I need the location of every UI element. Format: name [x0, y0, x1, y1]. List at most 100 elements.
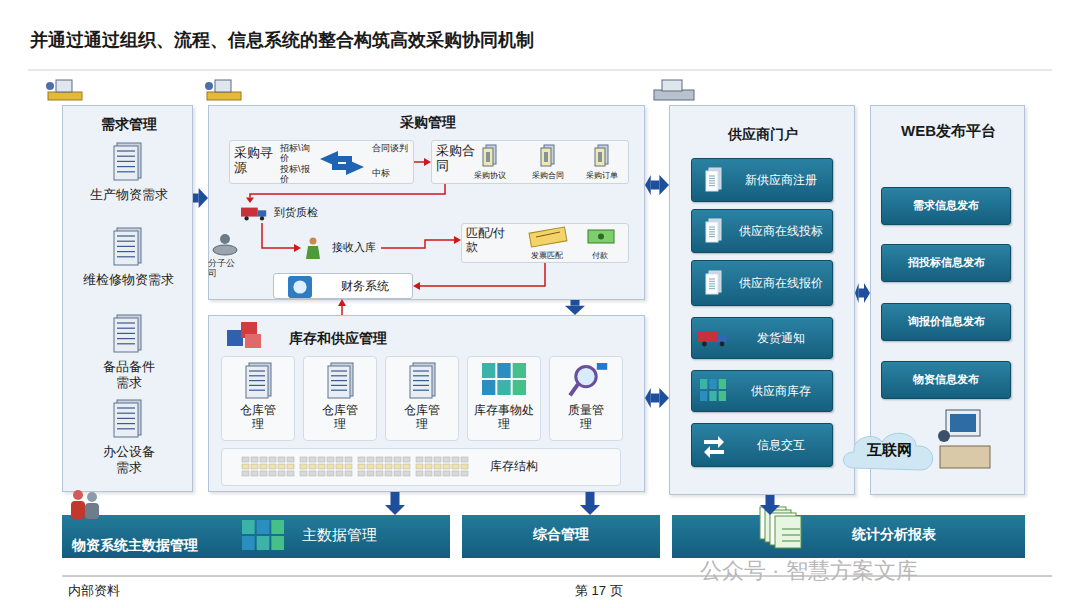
- footer-text: 内部资料: [68, 584, 188, 599]
- function-button: 供应商在线投标: [691, 209, 833, 253]
- function-button: 新供应商注册: [691, 158, 833, 202]
- doc-sheet: [114, 231, 138, 265]
- desk-person: [46, 82, 54, 90]
- doc-line: [413, 375, 429, 376]
- arrow-head: [645, 388, 651, 408]
- doc-sheet: [706, 274, 718, 294]
- swap-icon: [318, 149, 366, 177]
- stock-cell: [425, 457, 432, 462]
- arrow-head: [855, 283, 859, 303]
- panel-heading: 供应商门户: [670, 126, 856, 142]
- node-label: 供应商库存: [751, 384, 811, 398]
- stock-cell: [434, 464, 441, 469]
- cube: [513, 363, 526, 378]
- person-head: [310, 238, 317, 245]
- cube: [497, 380, 510, 395]
- doc-icon: [114, 143, 142, 181]
- doc-line: [544, 156, 548, 157]
- doc-line: [486, 158, 490, 159]
- node-label: 招投标信息发布: [908, 256, 985, 269]
- doc-line: [117, 161, 135, 162]
- docsm-icon: [541, 145, 555, 167]
- doc-line: [249, 370, 265, 371]
- stock-cell: [376, 471, 383, 476]
- node-label: 综合管理: [533, 526, 589, 543]
- stock-cell: [336, 457, 343, 462]
- stock-cell: [403, 471, 410, 476]
- stock-cell: [287, 471, 294, 476]
- doc-line: [486, 154, 490, 155]
- truck-wheel: [720, 342, 725, 347]
- arrow-head: [454, 236, 461, 244]
- truck-icon: [241, 204, 269, 222]
- cube: [709, 379, 716, 389]
- stock-cell: [251, 457, 258, 462]
- flow-arrow: [385, 492, 405, 515]
- doc-line: [709, 278, 715, 279]
- stock-cell: [367, 464, 374, 469]
- node-label: 合同谈判: [372, 143, 412, 153]
- desk-icon: [205, 80, 241, 100]
- doc-line: [709, 231, 715, 232]
- process-arrow: [338, 299, 346, 315]
- node-label: 采购合同: [436, 144, 476, 174]
- doc-line: [249, 390, 265, 391]
- branch-person: [220, 234, 230, 244]
- doc-line: [117, 423, 135, 424]
- arrow-head: [864, 283, 870, 303]
- process-box: 接收入库: [301, 237, 381, 259]
- computer-icon: [938, 410, 990, 468]
- disk-face: [293, 280, 306, 293]
- flow-arrow: [760, 495, 780, 515]
- stock-cell: [461, 457, 468, 462]
- module-bar: 综合管理: [462, 515, 660, 558]
- page-title: 并通过通过组织、流程、信息系统的整合构筑高效采购协同机制: [30, 28, 534, 52]
- doc-icon: [246, 363, 272, 399]
- doc-line: [117, 235, 135, 236]
- stock-cell: [345, 464, 352, 469]
- computer-screen: [950, 414, 976, 432]
- doc-line: [598, 156, 602, 157]
- connector-line: [651, 394, 660, 403]
- cubes-icon: [700, 379, 728, 403]
- function-button: 需求信息发布: [881, 187, 1011, 225]
- node-label: 招标\询价: [280, 143, 314, 164]
- process-box: 库存结构: [221, 448, 621, 486]
- stock-cell: [434, 471, 441, 476]
- cube: [242, 536, 255, 550]
- arrow-head: [659, 388, 669, 408]
- truck-wheel: [702, 342, 707, 347]
- function-button: 询报价信息发布: [881, 303, 1011, 341]
- stock-cell: [358, 471, 365, 476]
- connector-line: [262, 223, 294, 248]
- connector-line: [651, 181, 660, 190]
- stock-cell: [394, 457, 401, 462]
- module-bar: 物资系统主数据管理主数据管理: [62, 515, 450, 558]
- process-box: 生产物资需求: [71, 141, 186, 223]
- person-head: [73, 490, 83, 500]
- disk-icon: [288, 276, 312, 298]
- exchange-arrows: [704, 436, 724, 458]
- cheque-line: [536, 232, 560, 237]
- doc-icon: [114, 315, 142, 353]
- node-label: 发票匹配: [522, 251, 572, 260]
- doc-sheet: [246, 366, 268, 398]
- process-box: 仓库管理: [385, 356, 459, 441]
- doc-line: [331, 380, 347, 381]
- doc-line: [598, 154, 602, 155]
- stock-cell: [318, 457, 325, 462]
- stock-cell: [336, 471, 343, 476]
- node-label: 到货质检: [274, 206, 318, 219]
- process-box: 备品备件需求: [86, 313, 171, 398]
- stock-cell: [376, 457, 383, 462]
- person-body: [306, 246, 320, 259]
- docsm-icon: [595, 145, 609, 167]
- node-label: 投标\报价: [280, 164, 314, 185]
- branch-icon: [213, 234, 237, 255]
- arrow-head: [294, 244, 301, 252]
- doc-line: [117, 156, 135, 157]
- doc-line: [598, 152, 602, 153]
- doc-icon: [114, 228, 142, 266]
- stock-cell: [242, 464, 249, 469]
